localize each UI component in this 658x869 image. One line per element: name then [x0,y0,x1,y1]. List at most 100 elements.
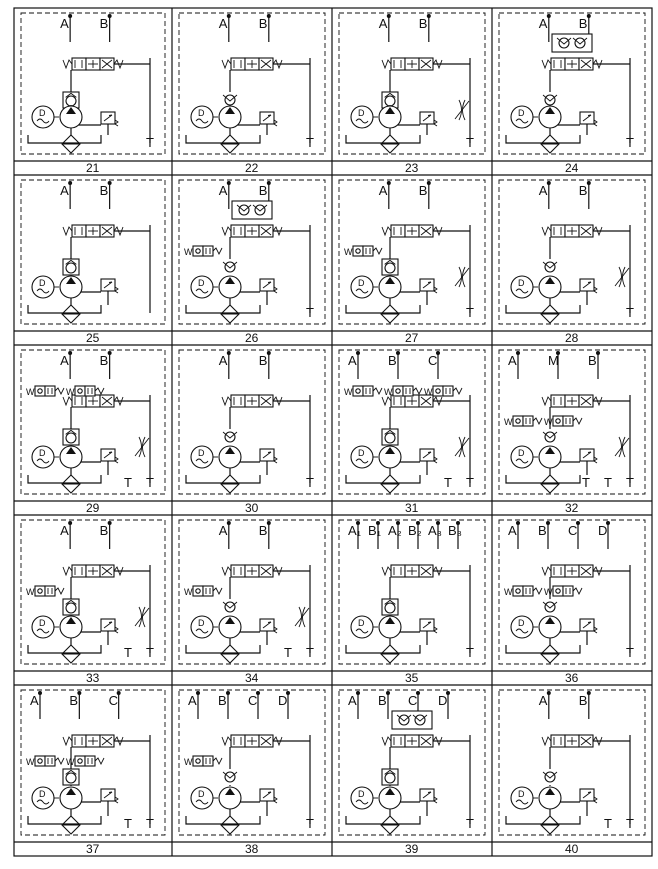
electric-motor-symbol: D [31,105,55,129]
port-label: T [466,135,474,150]
throttle-valve-symbol [454,99,470,121]
pipe-line [427,621,432,623]
solenoid-label: W [544,587,553,597]
pipe-line [582,114,592,122]
junction-dot [226,181,231,185]
electric-motor-symbol: D [31,445,55,469]
tank-line [345,475,421,484]
panel-number: 40 [565,842,579,856]
pump-symbol [538,275,562,306]
pipe-line [222,771,238,779]
pipe-line [108,114,113,116]
port-label: T [626,645,634,660]
pipe-line [185,135,261,144]
pipe-line [267,621,272,623]
pipe-line [345,135,421,144]
port-label: T [604,816,612,831]
pipe-line [541,396,552,407]
relief-valve-symbol [579,618,598,634]
ball-check-symbol [542,771,558,783]
junction-dot [266,181,271,185]
pipe-line [65,599,77,605]
directional-valve-symbol [62,564,124,578]
pipe-line [427,114,432,116]
pipe-line [54,757,65,766]
junction-dot [546,181,551,185]
pipe-line [236,204,252,212]
pipe-line [260,226,272,236]
panel-number: 21 [86,161,100,175]
tank-line [505,645,581,654]
pipe-line [62,396,73,407]
junction-dot [586,14,591,18]
svg-text:D: D [518,448,525,458]
solenoid-label: W [504,587,513,597]
pipe-line [452,387,463,396]
pipe-line [381,226,392,237]
junction-dot [68,181,73,185]
pipe-line [221,566,232,577]
pump-symbol [59,445,83,476]
port-label: B [579,16,588,31]
tank-line [27,135,102,144]
pipe-line [420,566,432,576]
valve-block-outline [338,519,486,665]
directional-valve-symbol [62,394,124,408]
port-label: A [30,693,39,708]
pump-symbol [218,445,242,476]
port-label: T [626,305,634,320]
pipe-line [262,791,272,799]
electric-motor-symbol: D [350,275,374,299]
pipe-line [114,796,119,804]
valve-block-outline [178,12,326,155]
solenoid-label: W [544,417,553,427]
port-label: A [60,16,69,31]
pipe-line [422,114,432,122]
pipe-line [422,791,432,799]
pipe-line [262,114,272,122]
electric-motor-symbol: D [31,786,55,810]
throttle-valve-symbol [614,266,630,288]
junction-dot [356,351,360,355]
pipe-line [108,621,113,623]
port-label: B [388,353,397,368]
pipe-line [94,387,105,396]
pipe-line [94,757,105,766]
pump-symbol [378,445,402,476]
pipe-line [221,396,232,407]
port-label: B [259,16,268,31]
pipe-line [372,247,383,256]
electric-motor-symbol: D [350,105,374,129]
pipe-line [580,59,592,69]
two-position-valve-symbol [512,585,543,597]
electric-motor-symbol: D [31,615,55,639]
relief-valve-symbol [579,448,598,464]
junction-dot [107,351,112,355]
port-label: C [568,523,577,538]
junction-dot [596,351,600,355]
relief-valve-symbol [100,788,119,804]
relief-valve-symbol [419,111,438,127]
pipe-line [384,429,396,435]
svg-text:D: D [358,618,365,628]
port-label: B [419,183,428,198]
throttle-valve-symbol [294,606,310,628]
port-label: A [539,16,548,31]
two-position-valve-symbol [552,585,583,597]
pipe-line [505,475,581,484]
junction-dot [386,691,390,695]
relief-valve-symbol [100,278,119,294]
directional-valve-symbol [221,57,283,71]
two-position-valve-symbol [392,385,423,397]
port-label: A₃ [428,523,442,538]
solenoid-label: W [424,387,433,397]
pipe-line [267,791,272,793]
pump-symbol [59,275,83,306]
pipe-line [185,816,261,825]
